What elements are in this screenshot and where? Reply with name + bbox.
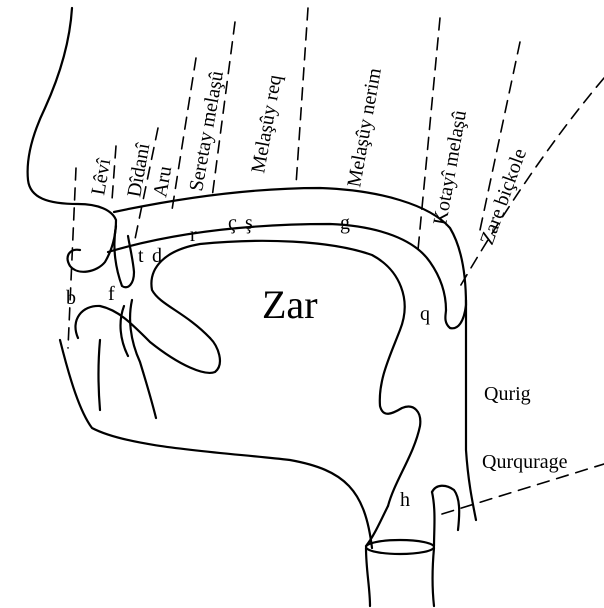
label-qurig: Qurig: [484, 383, 531, 405]
tongue: [151, 241, 420, 506]
phoneme-r: r: [190, 224, 197, 246]
lower-incisor: [121, 300, 156, 418]
divider-zare-bickole: [458, 78, 604, 290]
upper-incisor: [114, 226, 134, 287]
phoneme-f: f: [108, 283, 115, 305]
label-melasu-nerim: Melaşûy nerim: [343, 66, 386, 189]
label-kotayi: Kotayî melaşû: [429, 109, 471, 227]
divider-melasu-req: [296, 8, 308, 185]
label-zar: Zar: [262, 282, 318, 327]
pharynx-wall: [466, 300, 476, 520]
phoneme-b: b: [66, 287, 76, 309]
label-qurqurage: Qurqurage: [482, 451, 568, 473]
phoneme-c: ç: [228, 212, 237, 234]
phoneme-d: d: [152, 245, 162, 267]
phoneme-t: t: [138, 245, 144, 267]
label-aru: Aru: [149, 164, 176, 198]
uvula: [445, 305, 466, 328]
phoneme-q: q: [420, 303, 430, 325]
trachea-ring: [366, 540, 434, 554]
epiglottis: [432, 486, 459, 530]
lower-lip: [75, 306, 219, 373]
label-zare-bickole: Zare biçkole: [476, 146, 531, 248]
label-melasu-req: Melaşûy req: [247, 73, 286, 175]
phoneme-g: g: [340, 212, 350, 234]
chin-outline: [99, 340, 101, 410]
trachea-sides: [366, 548, 434, 606]
label-levi: Lêvî: [87, 157, 115, 197]
phoneme-h: h: [400, 489, 410, 511]
divider-levi-left: [68, 168, 76, 348]
phoneme-s: ş: [245, 212, 253, 234]
face-profile-outline: [28, 8, 116, 272]
